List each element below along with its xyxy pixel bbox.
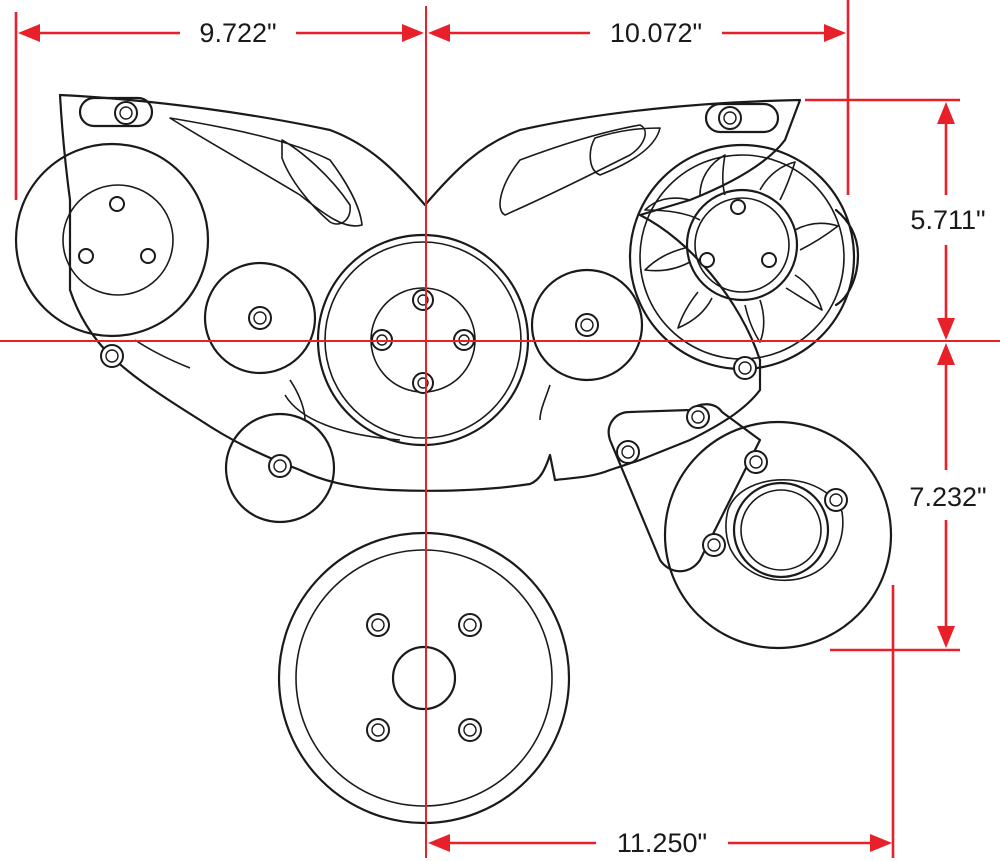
- dimension-bottom-width: 11.250": [428, 828, 892, 858]
- adjust-slot-right: [704, 102, 780, 134]
- bracket-plate: [58, 93, 802, 492]
- dimension-left-width: 9.722": [18, 18, 424, 48]
- idler-right-middle: [530, 268, 644, 382]
- extension-lines: [14, 0, 960, 858]
- dimension-upper-height: 5.711": [910, 102, 986, 340]
- center-lines: [0, 6, 1000, 858]
- dim-label-upper-height: 5.711": [910, 205, 985, 235]
- left-upper-pulley: [14, 142, 210, 338]
- fan-blades: [644, 154, 839, 343]
- crank-pulley: [277, 531, 571, 825]
- idler-left-middle: [203, 261, 317, 375]
- dim-label-lower-height: 7.232": [909, 482, 986, 512]
- alternator-fan: [628, 143, 860, 371]
- dim-label-right-width: 10.072": [610, 18, 702, 48]
- dim-label-bottom-width: 11.250": [617, 828, 707, 858]
- compressor-bracket: [607, 403, 762, 573]
- dimension-lower-height: 7.232": [909, 343, 987, 648]
- adjust-slot-left: [78, 96, 154, 128]
- compressor-pulley: [663, 420, 893, 650]
- idler-lower-left: [224, 412, 336, 524]
- bracket-bolts: [100, 344, 757, 380]
- dimension-right-width: 10.072": [428, 18, 846, 48]
- dim-label-left-width: 9.722": [199, 18, 276, 48]
